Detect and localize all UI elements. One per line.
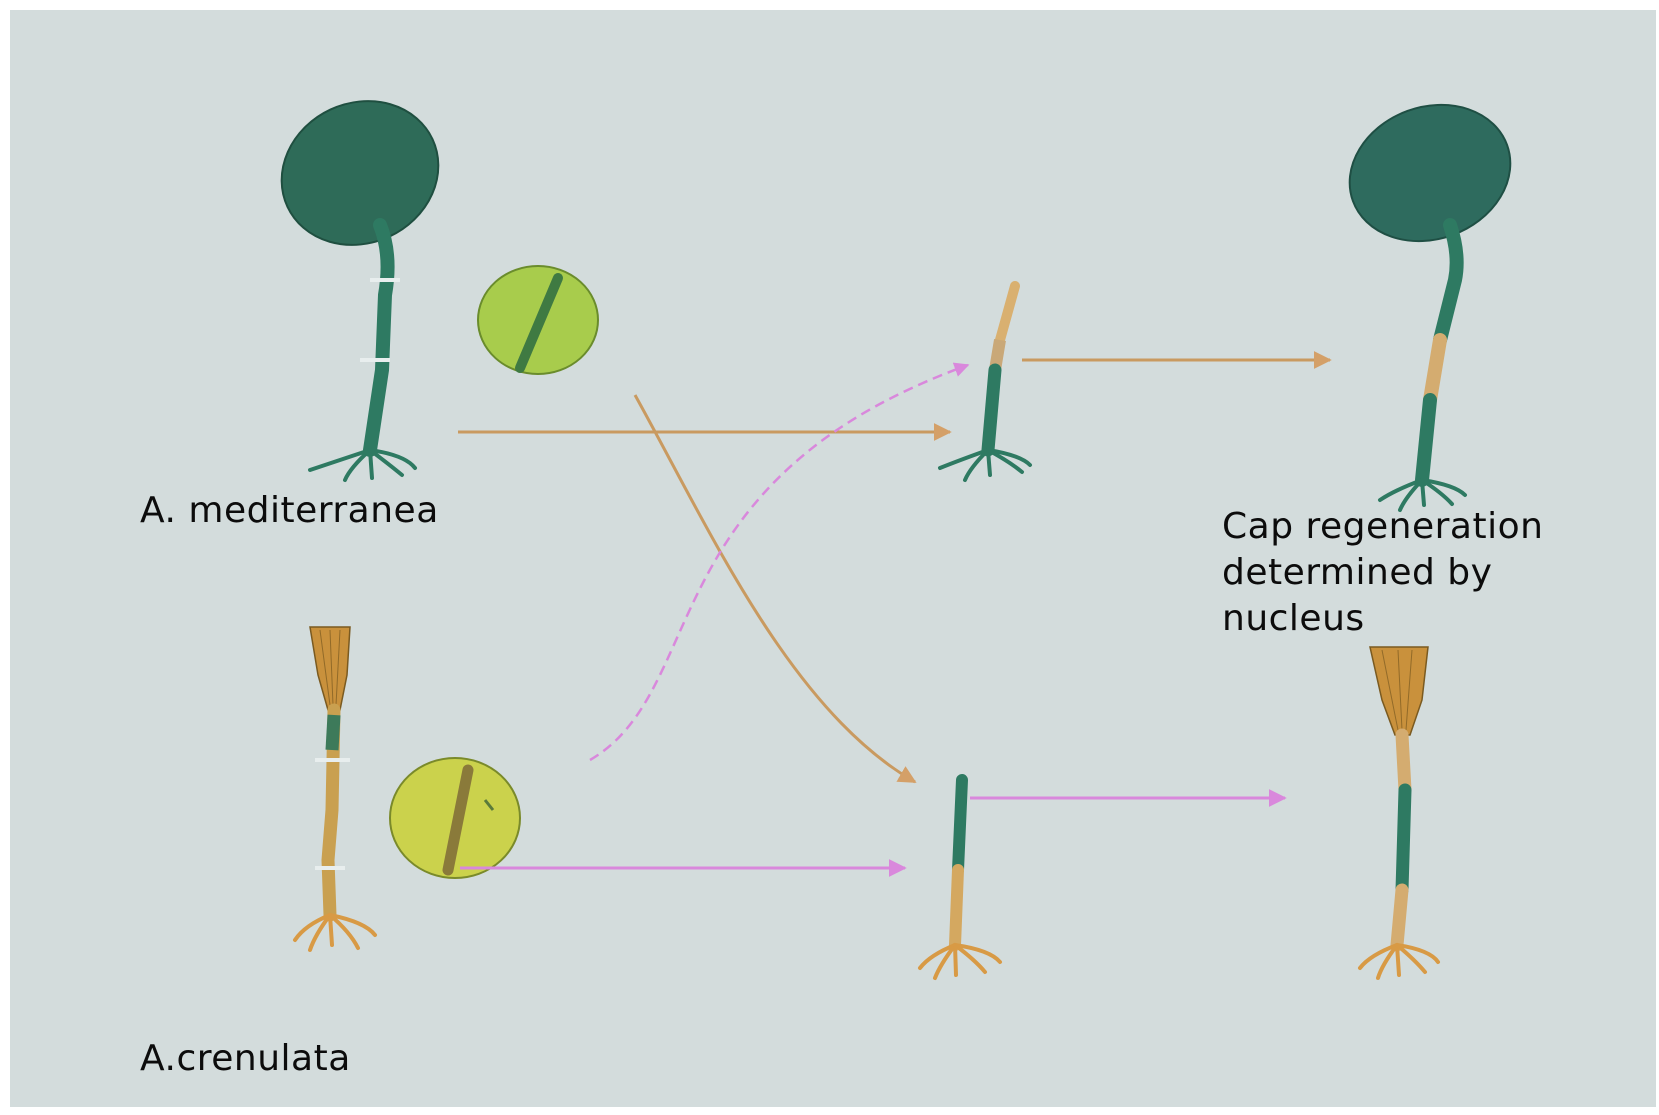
crenulata-plant bbox=[295, 627, 375, 950]
regenerated-mediterranea bbox=[1330, 83, 1529, 510]
label-result: Cap regeneration determined by nucleus bbox=[1222, 504, 1642, 642]
mediterranea-stalk bbox=[370, 225, 388, 450]
arrow-cren-nucleus-to-graft bbox=[590, 365, 968, 760]
acetabularia-graft-diagram: A. mediterranea A.crenulata Cap regenera… bbox=[10, 10, 1656, 1107]
regenerated-mediterranea-cap bbox=[1330, 83, 1529, 263]
crenulata-nucleus-disc bbox=[390, 758, 520, 878]
mediterranea-cap bbox=[258, 76, 462, 271]
result-line-3: nucleus bbox=[1222, 596, 1642, 642]
label-mediterranea: A. mediterranea bbox=[140, 490, 439, 531]
crenulata-rhizoid bbox=[295, 915, 375, 950]
regenerated-crenulata bbox=[1360, 647, 1438, 978]
label-crenulata: A.crenulata bbox=[140, 1038, 351, 1079]
graft-top bbox=[940, 286, 1030, 480]
mediterranea-nucleus-disc bbox=[478, 266, 598, 374]
result-line-1: Cap regeneration bbox=[1222, 504, 1642, 550]
result-line-2: determined by bbox=[1222, 550, 1642, 596]
arrow-med-nucleus-to-graft bbox=[635, 395, 915, 782]
graft-bottom bbox=[920, 780, 1000, 978]
mediterranea-rhizoid bbox=[310, 450, 415, 480]
mediterranea-plant bbox=[258, 76, 462, 480]
